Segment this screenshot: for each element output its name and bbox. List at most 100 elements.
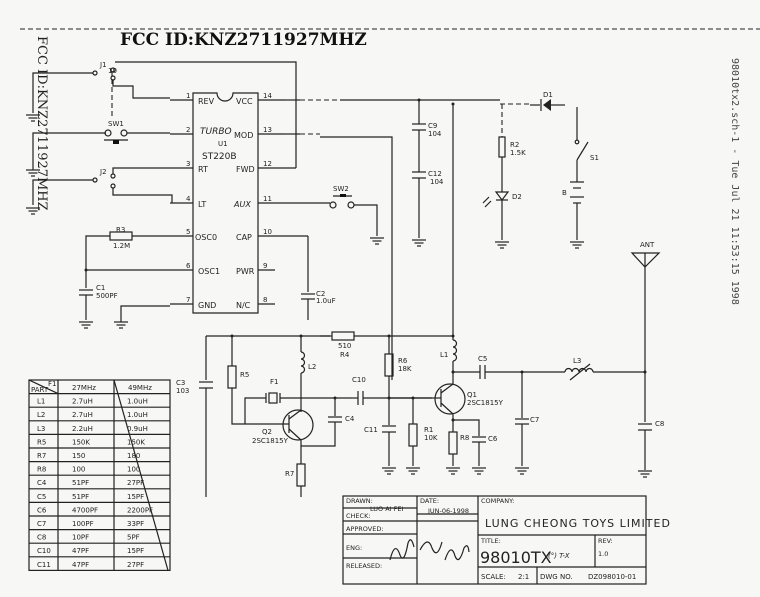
fcc-id-title: FCC ID:KNZ2711927MHZ <box>120 30 367 50</box>
pin-aux: AUX <box>233 200 251 209</box>
svg-text:D2: D2 <box>512 193 522 201</box>
file-stamp: 98010tx2.sch-1 - Tue Jul 21 11:53:15 199… <box>729 58 740 305</box>
svg-text:510: 510 <box>338 342 351 350</box>
table-cell-49mhz: 27PF <box>127 479 144 487</box>
table-cell-49mhz: 33PF <box>127 520 144 528</box>
table-cell-27mhz: 10PF <box>72 534 89 542</box>
svg-text:L1: L1 <box>440 351 448 359</box>
pin-pwr: PWR <box>236 267 255 276</box>
svg-text:18K: 18K <box>398 365 412 373</box>
svg-text:4: 4 <box>186 195 191 203</box>
approved-label: APPROVED: <box>346 525 384 533</box>
company-label: COMPANY: <box>481 497 514 505</box>
svg-text:1: 1 <box>186 92 190 100</box>
svg-text:104: 104 <box>428 130 442 138</box>
company-value: LUNG CHEONG TOYS LIMITED <box>485 517 671 530</box>
pin-cap: CAP <box>236 233 252 242</box>
svg-text:R5: R5 <box>240 371 249 379</box>
table-cell-27mhz: 150 <box>72 452 85 460</box>
capacitor-c7: C7 <box>514 370 539 475</box>
signatures <box>389 539 470 561</box>
svg-text:R8: R8 <box>460 434 469 442</box>
table-cell-part: C5 <box>37 493 46 501</box>
title-value: 98010TX <box>480 548 552 567</box>
svg-text:2SC1815Y: 2SC1815Y <box>467 399 504 407</box>
svg-text:C5: C5 <box>478 355 487 363</box>
svg-text:C2: C2 <box>316 290 325 298</box>
dwg-value: DZ098010-01 <box>588 573 636 581</box>
svg-text:1.0uF: 1.0uF <box>316 297 336 305</box>
svg-text:R3: R3 <box>116 226 125 234</box>
svg-text:11: 11 <box>263 195 272 203</box>
date-value: JUN-06-1998 <box>427 507 469 515</box>
wire-fwd <box>115 61 297 168</box>
svg-text:2SC1815Y: 2SC1815Y <box>252 437 289 445</box>
svg-text:SW1: SW1 <box>108 120 124 128</box>
svg-text:104: 104 <box>430 178 444 186</box>
svg-text:C6: C6 <box>488 435 498 443</box>
svg-text:C12: C12 <box>428 170 442 178</box>
svg-text:C10: C10 <box>352 376 366 384</box>
capacitor-c2: C2 1.0uF <box>301 236 336 320</box>
svg-text:Q2: Q2 <box>262 428 272 436</box>
table-cell-27mhz: 51PF <box>72 493 89 501</box>
table-cell-49mhz: 27PF <box>127 561 144 569</box>
check-label: CHECK: <box>346 512 371 520</box>
capacitor-c10: C10 <box>352 376 432 405</box>
table-cell-27mhz: 2.7uH <box>72 398 93 406</box>
svg-text:C9: C9 <box>428 122 437 130</box>
svg-text:B: B <box>562 189 567 197</box>
capacitor-c6: C6 <box>453 419 498 475</box>
svg-text:2: 2 <box>186 126 190 134</box>
table-cell-27mhz: 4700PF <box>72 506 98 514</box>
dwg-label: DWG NO. <box>540 573 573 581</box>
crystal-f1: F1 <box>244 378 352 424</box>
released-label: RELEASED: <box>346 562 382 570</box>
table-cell-49mhz: 5PF <box>127 534 140 542</box>
table-cell-49mhz: 0.9uH <box>127 425 148 433</box>
jumper-j1: J1 10 <box>25 61 170 122</box>
scale-value: 2:1 <box>518 573 529 581</box>
svg-text:ANT: ANT <box>640 241 655 249</box>
svg-text:8: 8 <box>263 296 267 304</box>
table-cell-part: C6 <box>37 506 47 514</box>
svg-text:R7: R7 <box>285 470 294 478</box>
svg-text:C4: C4 <box>345 415 355 423</box>
table-cell-27mhz: 47PF <box>72 561 89 569</box>
pin-rev: REV <box>198 97 215 106</box>
pin-osc1: OSC1 <box>198 267 220 276</box>
svg-text:D1: D1 <box>543 91 553 99</box>
table-cell-27mhz: 150K <box>72 438 90 446</box>
table-cell-part: L3 <box>37 425 45 433</box>
switch-s1: S1 <box>574 107 599 162</box>
pin-gnd: GND <box>198 301 216 310</box>
resistor-r8: R8 <box>445 418 469 475</box>
resistor-r2: R2 1.5K <box>498 104 526 192</box>
pin-rt: RT <box>198 165 208 174</box>
svg-text:10: 10 <box>263 228 272 236</box>
table-cell-part: C4 <box>37 479 47 487</box>
ic-brand: TURBO <box>200 127 232 137</box>
svg-text:12: 12 <box>263 160 272 168</box>
table-header-f1: F1 <box>48 380 56 388</box>
table-cell-part: R8 <box>37 466 46 474</box>
table-cell-part: R5 <box>37 438 46 446</box>
table-cell-27mhz: 47PF <box>72 547 89 555</box>
transistor-q1: Q1 2SC1815Y <box>432 383 504 432</box>
svg-text:S1: S1 <box>590 154 599 162</box>
table-cell-49mhz: 1.0uH <box>127 398 148 406</box>
table-cell-27mhz: 100 <box>72 466 85 474</box>
resistor-r6: R6 18K <box>384 334 412 398</box>
table-cell-49mhz: 180 <box>127 452 140 460</box>
svg-text:R4: R4 <box>340 351 350 359</box>
svg-text:C7: C7 <box>530 416 539 424</box>
table-cell-part: C7 <box>37 520 46 528</box>
table-header-49mhz: 49MHz <box>128 384 152 392</box>
resistor-r4: 510 R4 <box>320 331 453 359</box>
svg-text:L2: L2 <box>308 363 316 371</box>
title-handwritten: (°) T-X <box>548 552 570 560</box>
scale-label: SCALE: <box>481 573 506 581</box>
